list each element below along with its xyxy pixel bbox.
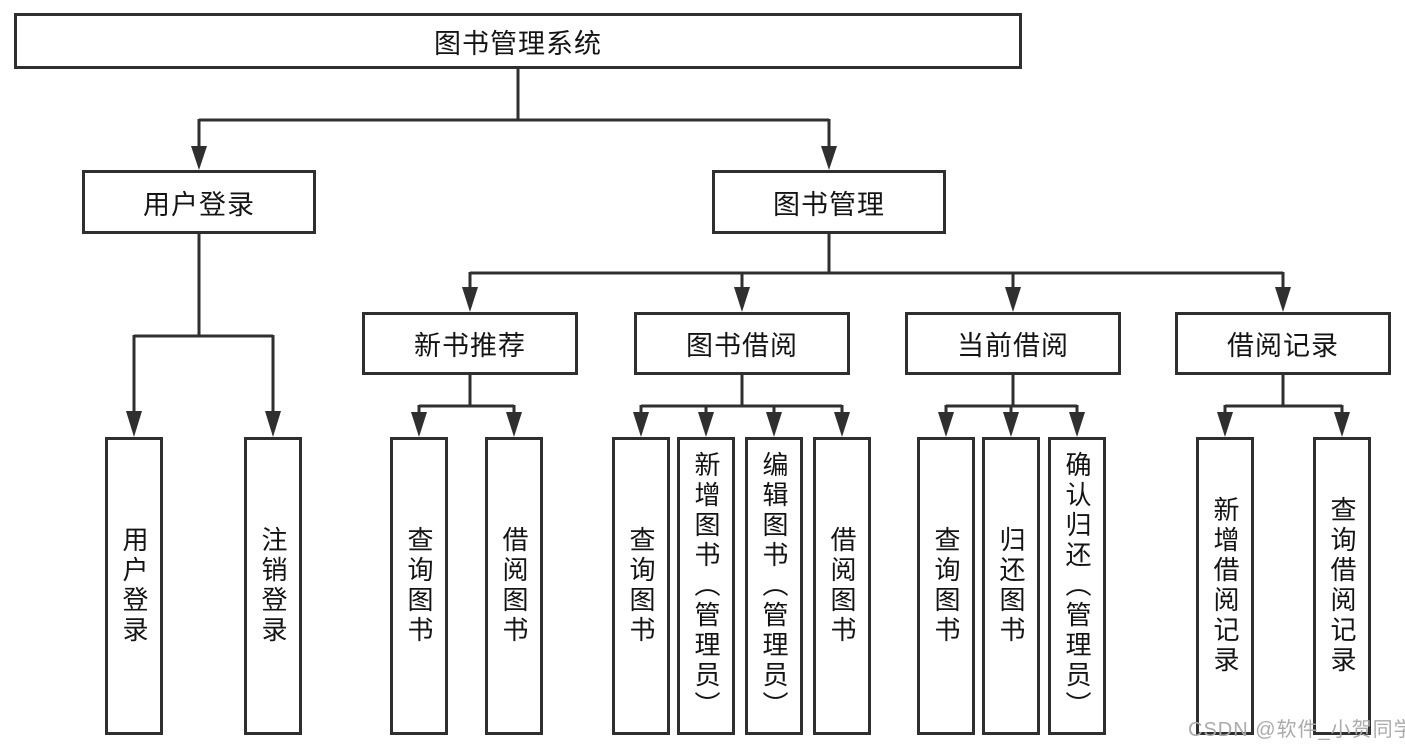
node-user-login-branch: 用户登录 <box>82 170 316 234</box>
leaf-logout-label: 注销登录 <box>258 526 288 646</box>
leaf-borrow-books-recommend: 借阅图书 <box>485 437 543 735</box>
leaf-edit-books-admin: 编辑图书（管理员） <box>745 437 803 735</box>
node-book-borrowing: 图书借阅 <box>634 312 850 375</box>
leaf-user-login: 用户登录 <box>105 437 163 735</box>
leaf-query-books-borrowing-label: 查询图书 <box>626 526 656 646</box>
leaf-query-borrow-record-label: 查询借阅记录 <box>1327 496 1357 676</box>
leaf-query-borrow-record: 查询借阅记录 <box>1313 437 1371 735</box>
leaf-borrow-books-label: 借阅图书 <box>827 526 857 646</box>
node-current-borrowing: 当前借阅 <box>905 312 1121 375</box>
leaf-logout: 注销登录 <box>244 437 302 735</box>
csdn-watermark: CSDN @软件_小贺同学 <box>1188 719 1405 741</box>
leaf-add-books-admin: 新增图书（管理员） <box>677 437 735 735</box>
leaf-borrow-books-recommend-label: 借阅图书 <box>499 526 529 646</box>
leaf-return-books: 归还图书 <box>982 437 1040 735</box>
leaf-query-books-current-label: 查询图书 <box>931 526 961 646</box>
leaf-query-books-recommend-label: 查询图书 <box>404 526 434 646</box>
leaf-confirm-return-admin: 确认归还（管理员） <box>1048 437 1106 735</box>
node-book-management-branch: 图书管理 <box>712 170 946 234</box>
leaf-query-books-borrowing: 查询图书 <box>612 437 670 735</box>
leaf-edit-books-admin-label: 编辑图书（管理员） <box>759 451 789 721</box>
leaf-query-books-recommend: 查询图书 <box>390 437 448 735</box>
leaf-borrow-books: 借阅图书 <box>813 437 871 735</box>
leaf-return-books-label: 归还图书 <box>996 526 1026 646</box>
leaf-user-login-label: 用户登录 <box>119 526 149 646</box>
leaf-confirm-return-admin-label: 确认归还（管理员） <box>1062 451 1092 721</box>
leaf-query-books-current: 查询图书 <box>917 437 975 735</box>
leaf-add-books-admin-label: 新增图书（管理员） <box>691 451 721 721</box>
leaf-add-borrow-record: 新增借阅记录 <box>1196 437 1254 735</box>
node-new-book-recommendation: 新书推荐 <box>362 312 578 375</box>
node-borrowing-records: 借阅记录 <box>1175 312 1391 375</box>
leaf-add-borrow-record-label: 新增借阅记录 <box>1210 496 1240 676</box>
node-library-management-system: 图书管理系统 <box>14 13 1022 69</box>
